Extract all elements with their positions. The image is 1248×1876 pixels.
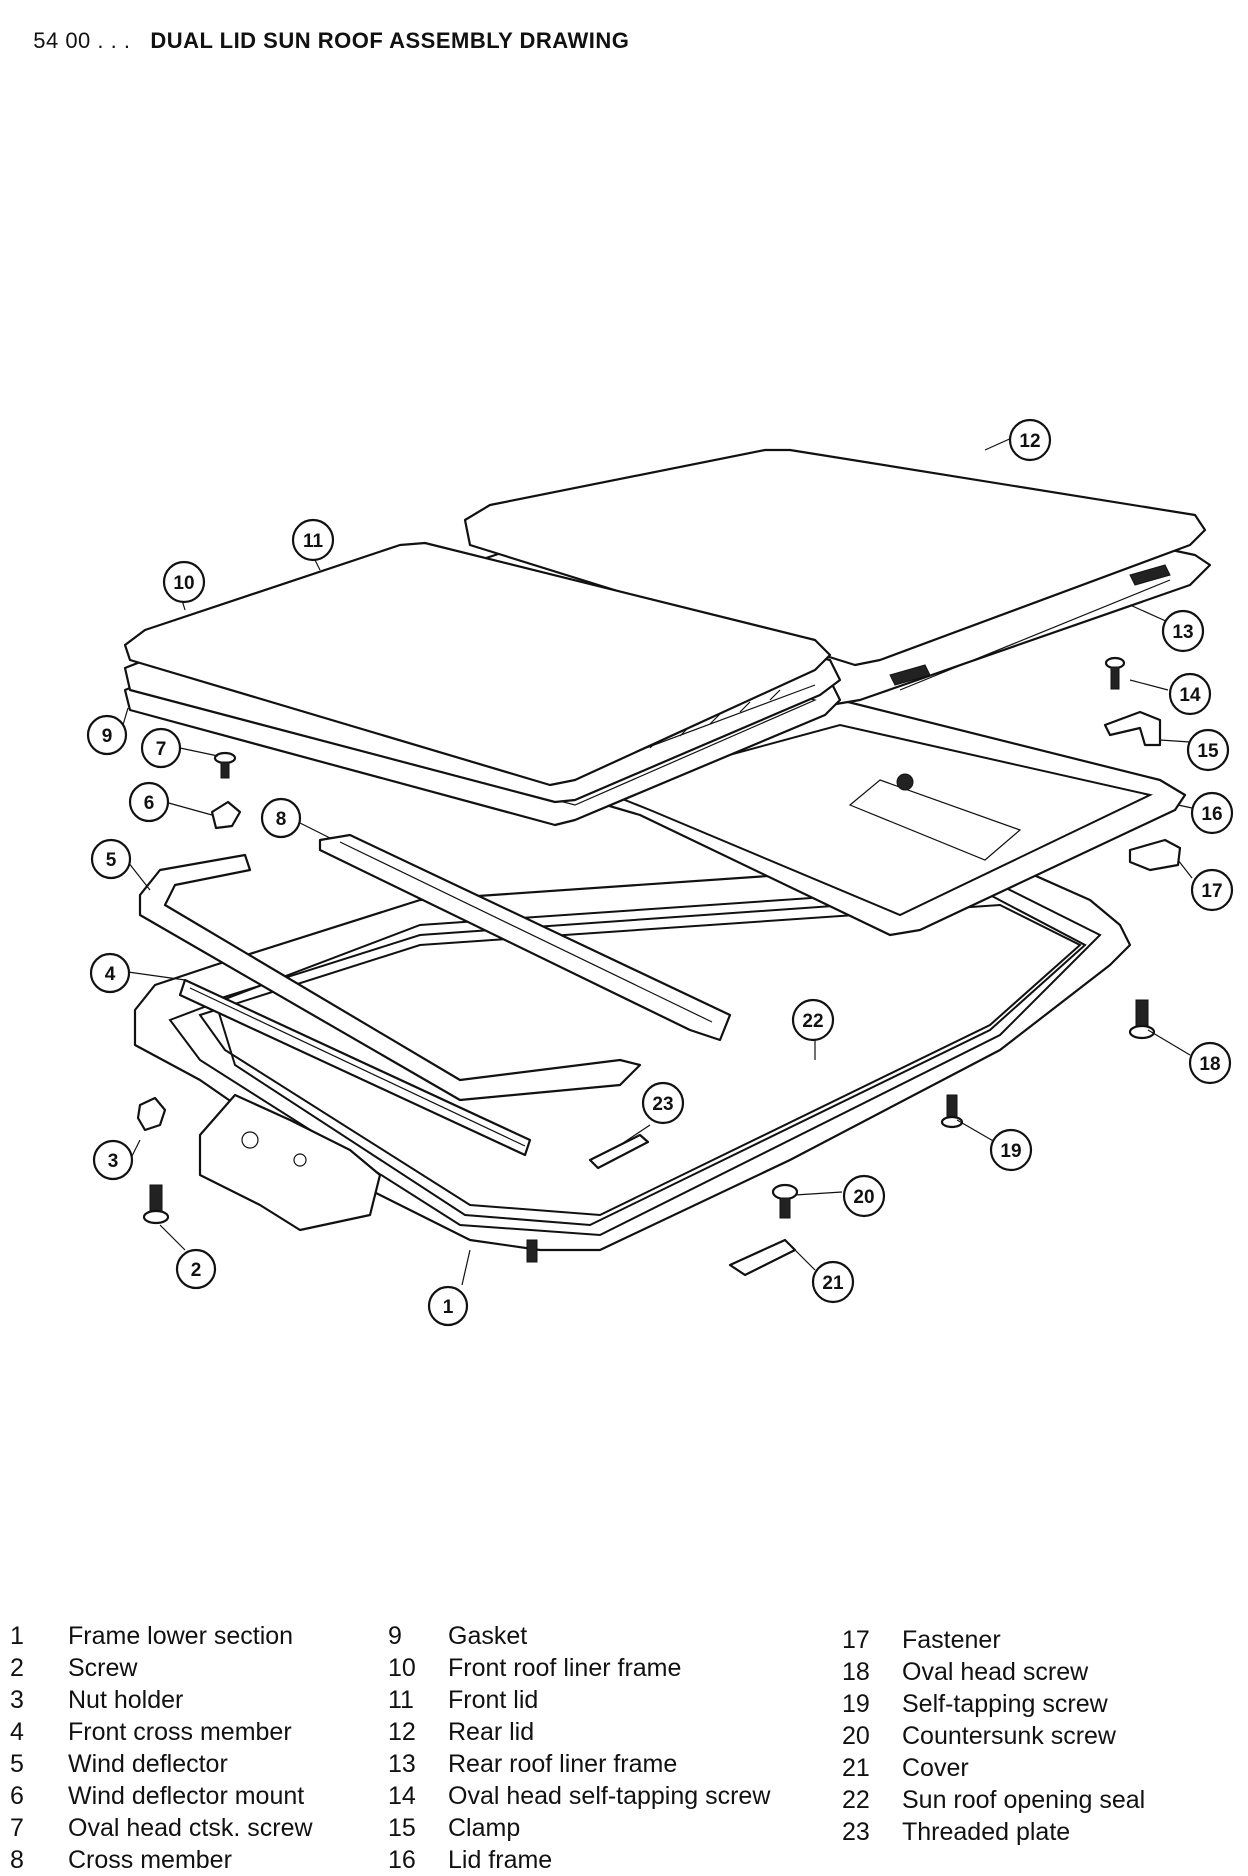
cross-member: [318, 833, 732, 1042]
svg-text:20: 20: [853, 1187, 874, 1208]
oval-head-self-tapping-screw-14: [1104, 656, 1126, 690]
svg-text:13: 13: [1172, 622, 1193, 643]
callout-18: 18: [1188, 1041, 1232, 1085]
callout-10: 10: [162, 560, 206, 604]
callout-15: 15: [1186, 728, 1230, 772]
svg-text:7: 7: [156, 739, 167, 760]
callout-8: 8: [260, 797, 302, 839]
svg-text:16: 16: [1201, 804, 1222, 825]
callout-13: 13: [1161, 609, 1205, 653]
callout-21: 21: [811, 1260, 855, 1304]
drawing-title: DUAL LID SUN ROOF ASSEMBLY DRAWING: [150, 28, 630, 53]
oval-head-screw-18: [1128, 999, 1156, 1040]
callout-19: 19: [989, 1128, 1033, 1172]
callout-4: 4: [89, 952, 131, 994]
svg-text:2: 2: [191, 1260, 202, 1281]
front-lid: [123, 541, 832, 787]
svg-text:21: 21: [822, 1273, 844, 1294]
countersunk-screw-20: [771, 1183, 799, 1219]
callout-6: 6: [128, 781, 170, 823]
drawing-header: 54 00 . . . DUAL LID SUN ROOF ASSEMBLY D…: [20, 2, 629, 54]
screw-2: [142, 1184, 170, 1225]
frame-lower-section: [133, 858, 1132, 1263]
svg-text:23: 23: [652, 1094, 673, 1115]
svg-text:14: 14: [1179, 685, 1201, 706]
callout-9: 9: [86, 714, 128, 756]
callout-3: 3: [92, 1139, 134, 1181]
nut-holder-3: [136, 1096, 167, 1132]
callout-23: 23: [641, 1081, 685, 1125]
callout-12: 12: [1008, 418, 1052, 462]
fastener-17: [1128, 838, 1182, 872]
svg-text:1: 1: [443, 1297, 454, 1318]
svg-text:12: 12: [1019, 431, 1040, 452]
cover-21: [728, 1238, 797, 1277]
svg-text:17: 17: [1201, 881, 1222, 902]
section-code: 54 00 . . .: [33, 28, 131, 53]
front-cross-member: [178, 978, 532, 1157]
callout-7: 7: [140, 727, 182, 769]
callout-1: 1: [427, 1285, 469, 1327]
svg-text:15: 15: [1197, 741, 1219, 762]
oval-head-ctsk-screw-7: [213, 751, 237, 779]
svg-text:18: 18: [1199, 1054, 1220, 1075]
svg-text:4: 4: [105, 964, 116, 985]
svg-text:6: 6: [144, 793, 155, 814]
callout-11: 11: [291, 518, 335, 562]
wind-deflector: [138, 853, 642, 1102]
sun-roof-opening-seal: [213, 893, 1087, 1227]
callout-20: 20: [842, 1174, 886, 1218]
svg-text:3: 3: [108, 1151, 119, 1172]
svg-text:10: 10: [173, 573, 194, 594]
svg-text:8: 8: [276, 809, 287, 830]
svg-text:22: 22: [802, 1011, 823, 1032]
svg-text:9: 9: [102, 726, 113, 747]
svg-text:11: 11: [303, 531, 324, 552]
exploded-assembly-diagram: 1 2 3 4 5 6 7 8 9 10 11 12 13 14 15 16 1…: [86, 418, 1234, 1327]
svg-text:19: 19: [1000, 1141, 1021, 1162]
wind-deflector-mount-6: [210, 800, 242, 830]
clamp-15: [1103, 710, 1162, 747]
callout-2: 2: [175, 1248, 217, 1290]
callout-17: 17: [1190, 868, 1234, 912]
callout-14: 14: [1168, 672, 1212, 716]
svg-text:5: 5: [106, 850, 117, 871]
callout-5: 5: [90, 838, 132, 880]
callout-16: 16: [1190, 791, 1234, 835]
callout-22: 22: [791, 998, 835, 1042]
self-tapping-screw-19: [940, 1094, 964, 1129]
